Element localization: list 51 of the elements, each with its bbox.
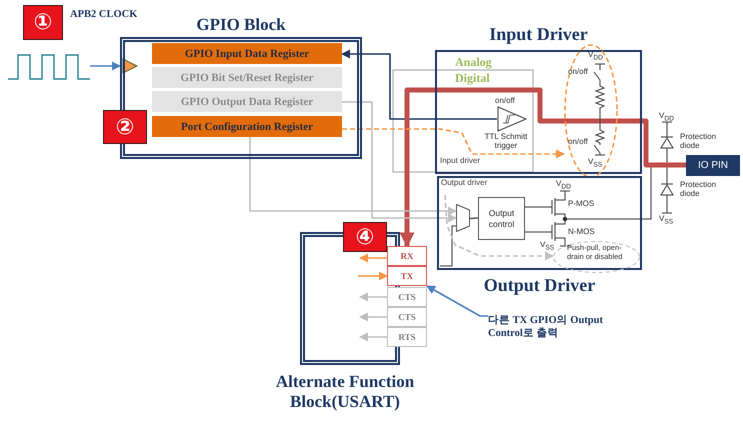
supply-label: V$_{SS}$	[540, 240, 554, 252]
arrow	[358, 272, 388, 280]
trigger-label: TTL Schmitt trigger	[484, 133, 528, 151]
diode-label: Protection diode	[680, 181, 718, 199]
supply-label: V$_{DD}$	[556, 179, 571, 191]
signal-cell: TX	[387, 266, 427, 286]
transistor-label: N-MOS	[568, 227, 595, 236]
driver-label: Output driver	[441, 178, 488, 187]
arrow	[359, 312, 387, 322]
supply-label: V$_{DD}$	[659, 111, 674, 123]
driver-title: Output Driver	[482, 274, 596, 297]
arrow	[359, 292, 387, 302]
switch-label: on/off	[568, 137, 588, 146]
arrow	[359, 254, 387, 262]
clock-label: APB2 CLOCK	[70, 8, 138, 22]
driver-label: Input driver	[440, 156, 480, 165]
register-box: GPIO Input Data Register	[152, 43, 342, 64]
supply-label: V$_{DD}$	[588, 50, 603, 62]
section-label: Digital	[455, 71, 490, 86]
diode-label: Protection diode	[680, 133, 718, 151]
register-box: GPIO Output Data Register	[152, 91, 342, 112]
arrow	[341, 50, 497, 120]
arrow	[342, 101, 457, 222]
block-title: Alternate Function Block(USART)	[274, 370, 416, 413]
arrow	[359, 332, 387, 342]
arrow	[90, 62, 121, 70]
arrow	[249, 137, 457, 216]
signal-cell: RTS	[387, 327, 427, 347]
number-badge: ②	[103, 110, 147, 144]
control-box: Output control	[478, 197, 525, 240]
supply-label: V$_{SS}$	[659, 214, 674, 226]
switch-label: on/off	[568, 67, 588, 76]
driver-title: Input Driver	[488, 22, 589, 46]
pin-label: IO PIN	[686, 155, 740, 176]
number-badge: ④	[343, 222, 387, 252]
register-box: Port Configuration Register	[152, 116, 342, 137]
note-text: 다른 TX GPIO의 Output Control로 출력	[488, 314, 604, 340]
signal-cell: CTS	[387, 287, 427, 307]
register-box: GPIO Bit Set/Reset Register	[152, 67, 342, 88]
arrow	[444, 194, 554, 260]
arrow	[400, 88, 564, 248]
number-badge: ①	[23, 5, 63, 40]
section-label: Analog	[455, 55, 492, 70]
signal-cell: CTS	[387, 307, 427, 327]
switch-label: on/off	[495, 96, 515, 105]
signal-cell: RX	[387, 246, 427, 266]
arrow	[426, 285, 488, 317]
block-title: GPIO Block	[195, 14, 287, 36]
supply-label: V$_{SS}$	[588, 157, 602, 169]
transistor-label: P-MOS	[568, 199, 594, 208]
arrow	[342, 128, 565, 158]
